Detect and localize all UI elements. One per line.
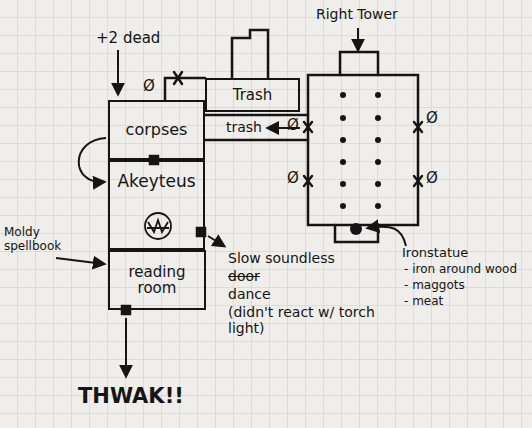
map-room: Akeyteus xyxy=(108,160,205,250)
note: +2 dead xyxy=(96,30,160,47)
note: Ironstatue xyxy=(402,246,468,261)
area-name: Right Tower xyxy=(316,6,398,22)
note: door xyxy=(228,268,260,284)
door-mark: Ø xyxy=(287,170,299,187)
statue-scribble xyxy=(145,213,171,239)
door-mark: Ø xyxy=(287,117,299,134)
note: - maggots xyxy=(404,279,465,293)
room-label: corpses xyxy=(126,121,188,139)
note: Slow soundless xyxy=(228,250,335,266)
pillars xyxy=(340,92,381,235)
note: - meat xyxy=(404,295,443,309)
note: Moldy spellbook xyxy=(4,226,64,254)
note: (didn't react w/ torch light) xyxy=(228,304,378,336)
leaders xyxy=(56,28,406,376)
door-mark: Ø xyxy=(143,78,155,95)
sound-effect: THWAK!! xyxy=(78,384,184,408)
door-mark: Ø xyxy=(426,110,438,127)
room-label: Akeyteus xyxy=(117,172,195,191)
room-label: Trash xyxy=(233,87,273,104)
map-room: reading room xyxy=(108,250,206,310)
door-mark: Ø xyxy=(426,170,438,187)
room-label: reading room xyxy=(110,264,204,297)
map-room: Trash xyxy=(205,78,300,112)
note: - iron around wood xyxy=(404,263,517,277)
map-room: corpses xyxy=(108,100,205,160)
note: dance xyxy=(228,286,271,302)
note: trash xyxy=(226,119,262,135)
